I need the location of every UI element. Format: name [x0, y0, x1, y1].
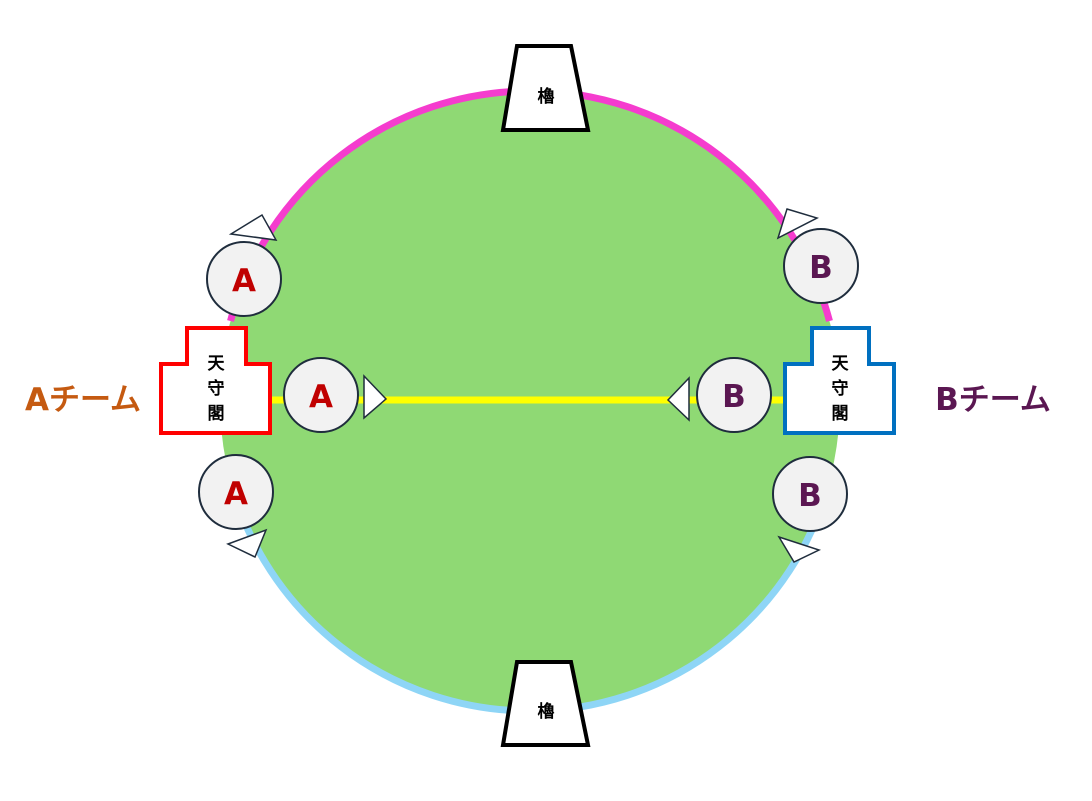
team-a-label: Aチーム	[25, 382, 141, 418]
tower-top-label: 櫓	[538, 86, 555, 107]
token-a-bottom-label: A	[224, 476, 248, 512]
arrow-a-top	[228, 213, 278, 241]
arrow-b-bottom	[777, 535, 822, 563]
tower-bottom: 櫓	[500, 660, 591, 747]
tower-top: 櫓	[500, 44, 591, 132]
arrow-b-top	[776, 208, 820, 240]
arrow-a-center	[363, 374, 388, 420]
tower-bottom-label: 櫓	[538, 701, 555, 722]
player-token-b-top: B	[783, 228, 859, 304]
castle-b-char-1: 天	[832, 354, 850, 374]
castle-team-a: 天 守 閣	[159, 326, 272, 435]
player-token-a-top: A	[206, 241, 282, 317]
player-token-a-center: A	[283, 357, 359, 433]
player-token-b-bottom: B	[772, 456, 848, 532]
token-b-bottom-label: B	[798, 478, 822, 514]
token-a-top-label: A	[232, 263, 256, 299]
castle-a-char-3: 閣	[208, 404, 225, 424]
castle-a-char-1: 天	[208, 354, 226, 374]
castle-b-char-2: 守	[832, 378, 849, 399]
castle-team-b: 天 守 閣	[783, 326, 896, 435]
castle-b-char-3: 閣	[832, 404, 849, 424]
player-token-a-bottom: A	[198, 454, 274, 530]
castle-a-char-2: 守	[208, 378, 225, 399]
team-b-label: Bチーム	[935, 382, 1051, 418]
player-token-b-center: B	[696, 357, 772, 433]
token-a-center-label: A	[309, 379, 333, 415]
token-b-center-label: B	[722, 379, 746, 415]
arrow-a-bottom	[226, 528, 268, 559]
token-b-top-label: B	[809, 250, 833, 286]
arrow-b-center	[666, 376, 690, 422]
